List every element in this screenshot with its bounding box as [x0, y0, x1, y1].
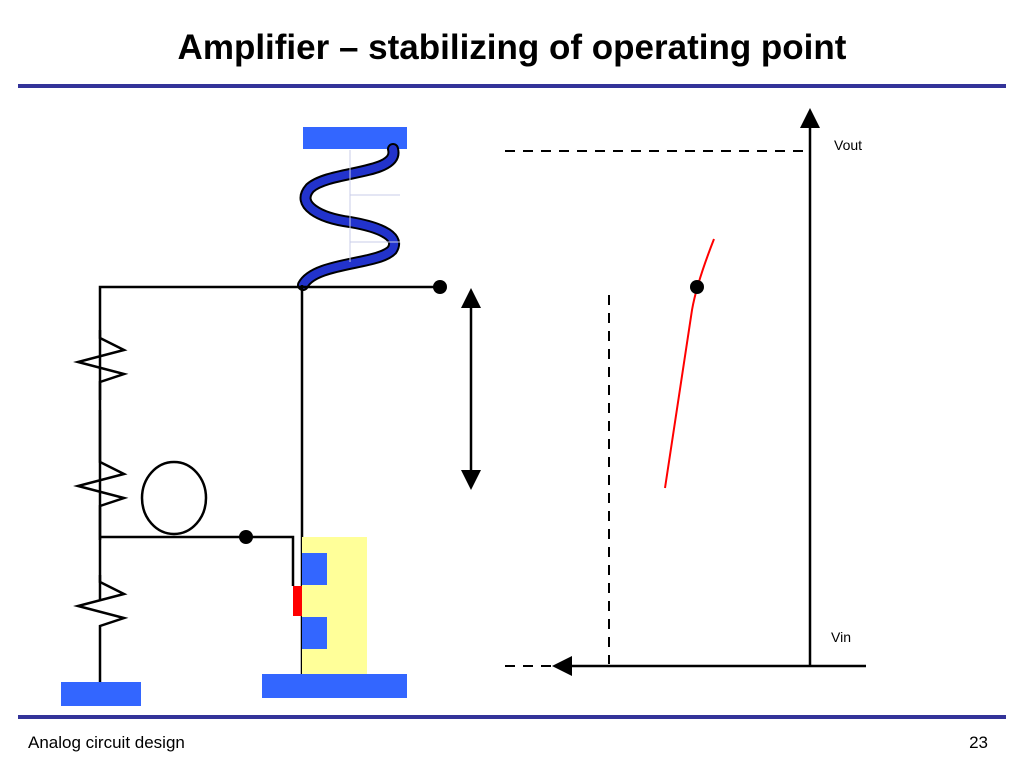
- ground-terminal-left: [61, 682, 141, 706]
- page-title: Amplifier – stabilizing of operating poi…: [177, 28, 847, 67]
- footer-course-name: Analog circuit design: [28, 733, 185, 752]
- transistor-drain: [302, 553, 327, 585]
- resistor-middle: [73, 458, 129, 540]
- x-axis-label: Vin: [831, 629, 851, 645]
- transistor-source: [302, 617, 327, 649]
- transistor-gate: [293, 586, 302, 616]
- output-wire: [98, 285, 440, 600]
- transfer-curve: [664, 238, 715, 489]
- circuit-schematic: [61, 127, 481, 706]
- output-node: [433, 280, 447, 294]
- y-axis-label: Vout: [834, 137, 862, 153]
- title-divider: [18, 84, 1006, 88]
- ground-terminal-right: [262, 674, 407, 698]
- supply-terminal-top: [303, 127, 407, 149]
- operating-point: [690, 280, 704, 294]
- resistor-lower: [73, 575, 129, 690]
- page-number: 23: [969, 733, 988, 752]
- gate-wire: [246, 535, 295, 586]
- transfer-graph: Vout Vin: [505, 108, 866, 676]
- signal-source: [140, 460, 208, 536]
- resistor-upper: [73, 330, 129, 400]
- load-coil: [297, 143, 400, 291]
- footer-divider: [18, 715, 1006, 719]
- input-node: [239, 530, 253, 544]
